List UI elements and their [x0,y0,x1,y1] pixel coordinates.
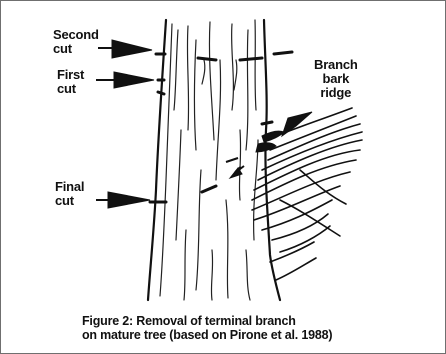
bark-texture [160,20,258,300]
final-cut-label-line1: Final [55,180,84,194]
branch-bark-ridge-label-line3: ridge [314,86,358,100]
arrow-small-mid [226,158,238,162]
first-cut-label-line1: First [57,68,84,82]
trunk-outline [148,20,280,300]
second-cut-label-line1: Second [53,28,99,42]
branch-bark-ridge-label: Branch bark ridge [314,58,358,100]
cut-marks [150,52,292,202]
figure-caption-line2: on mature tree (based on Pirone et al. 1… [82,328,332,342]
first-cut-label-line2: cut [57,82,84,96]
branch-bark-ridge [256,131,284,152]
figure-caption: Figure 2: Removal of terminal branch on … [82,314,332,342]
arrow-first-cut [96,72,154,88]
final-cut-label-line2: cut [55,194,84,208]
second-cut-label-line2: cut [53,42,99,56]
second-cut-label: Second cut [53,28,99,56]
figure-caption-line1: Figure 2: Removal of terminal branch [82,314,332,328]
branch-bark-ridge-label-line2: bark [314,72,358,86]
arrow-small-inner [230,166,244,178]
final-cut-label: Final cut [55,180,84,208]
branch-bark-ridge-label-line1: Branch [314,58,358,72]
first-cut-label: First cut [57,68,84,96]
arrow-final-cut [96,192,150,208]
arrow-second-cut [98,40,152,58]
